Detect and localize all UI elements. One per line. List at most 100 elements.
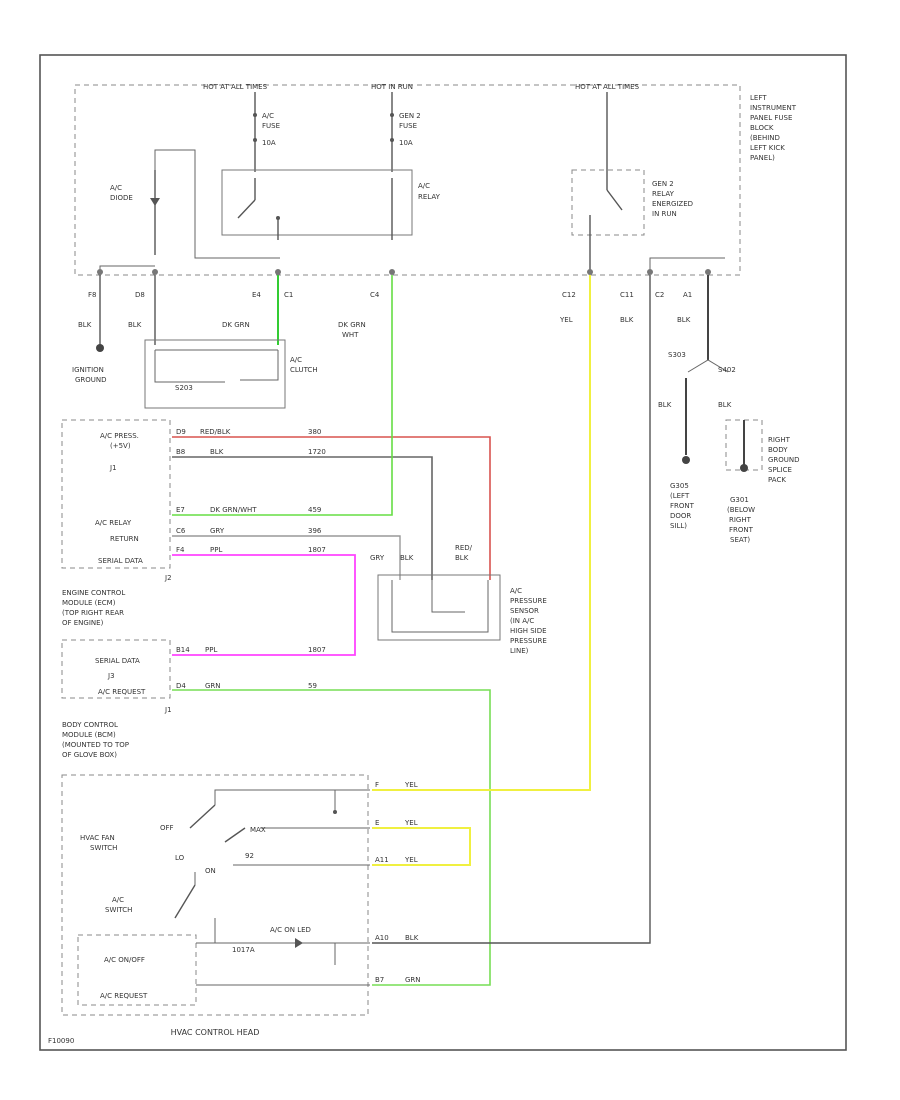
- bcm-serial: SERIAL DATA: [95, 657, 140, 665]
- svg-text:PACK: PACK: [768, 476, 786, 484]
- wire-dk-grn-wht-a: DK GRN: [338, 321, 366, 329]
- svg-text:MAX: MAX: [250, 826, 266, 834]
- svg-text:YEL: YEL: [404, 856, 418, 864]
- svg-text:1720: 1720: [308, 448, 326, 456]
- svg-text:GEN 2: GEN 2: [399, 112, 421, 120]
- ecm-return: RETURN: [110, 535, 139, 543]
- ac-on-led: A/C ON LED 1017A: [196, 926, 370, 965]
- svg-text:(TOP RIGHT REAR: (TOP RIGHT REAR: [62, 609, 124, 617]
- svg-text:OF GLOVE BOX): OF GLOVE BOX): [62, 751, 117, 759]
- wire-dk-grn-wht-b: WHT: [342, 331, 359, 339]
- svg-text:SENSOR: SENSOR: [510, 607, 539, 615]
- conn-c12: C12: [562, 291, 576, 299]
- ign-ground-label-b: GROUND: [75, 376, 107, 384]
- svg-text:10A: 10A: [262, 139, 276, 147]
- svg-text:D9: D9: [176, 428, 186, 436]
- svg-text:(IN A/C: (IN A/C: [510, 617, 534, 625]
- wire-dk-grn-wht: [172, 275, 393, 516]
- control-head-inner-box: [77, 934, 197, 1006]
- svg-text:A/C: A/C: [290, 356, 302, 364]
- supply-hot-all-right: HOT AT ALL TIMES: [575, 83, 640, 91]
- ecm-desc: ENGINE CONTROL MODULE (ECM) (TOP RIGHT R…: [62, 589, 125, 627]
- ac-relay-box: [221, 169, 413, 236]
- diagram-frame: [39, 54, 847, 1051]
- svg-text:A/C ON LED: A/C ON LED: [270, 926, 311, 934]
- sensor-gry: GRY: [370, 554, 385, 562]
- svg-text:INSTRUMENT: INSTRUMENT: [750, 104, 797, 112]
- ac-clutch: A/C CLUTCH S203: [144, 275, 318, 409]
- splice-pack-label: RIGHT BODY GROUND SPLICE PACK: [768, 436, 800, 484]
- svg-text:C6: C6: [176, 527, 186, 535]
- wire-blk-2: BLK: [128, 321, 142, 329]
- svg-text:GRN: GRN: [205, 682, 221, 690]
- gen-relay-switch: GEN 2 RELAY ENERGIZED IN RUN: [589, 92, 693, 270]
- ground-g305: [682, 456, 690, 464]
- ecm-press-b: (+5V): [110, 442, 131, 450]
- svg-text:(BELOW: (BELOW: [727, 506, 755, 514]
- splice-s402: S402: [718, 366, 736, 374]
- svg-text:F: F: [375, 781, 379, 789]
- svg-text:YEL: YEL: [404, 819, 418, 827]
- svg-text:LINE): LINE): [510, 647, 529, 655]
- svg-text:RIGHT: RIGHT: [729, 516, 752, 524]
- control-head-title: HVAC CONTROL HEAD: [171, 1028, 260, 1037]
- pressure-sensor-link: [431, 580, 465, 613]
- wire-blk-3: BLK: [620, 316, 634, 324]
- svg-text:ENERGIZED: ENERGIZED: [652, 200, 693, 208]
- svg-text:BODY CONTROL: BODY CONTROL: [62, 721, 118, 729]
- svg-text:FUSE: FUSE: [262, 122, 280, 130]
- svg-text:1017A: 1017A: [232, 946, 255, 954]
- bcm-j1: J1: [164, 706, 172, 714]
- conn-c11: C11: [620, 291, 634, 299]
- svg-text:D4: D4: [176, 682, 186, 690]
- svg-text:PANEL): PANEL): [750, 154, 775, 162]
- svg-text:RIGHT: RIGHT: [768, 436, 791, 444]
- svg-text:A/C: A/C: [110, 184, 122, 192]
- svg-text:PPL: PPL: [205, 646, 217, 654]
- svg-text:459: 459: [308, 506, 321, 514]
- ch-request: A/C REQUEST: [100, 992, 148, 1000]
- svg-text:IN RUN: IN RUN: [652, 210, 677, 218]
- svg-text:1807: 1807: [308, 646, 326, 654]
- svg-text:FUSE: FUSE: [399, 122, 417, 130]
- svg-text:YEL: YEL: [404, 781, 418, 789]
- bcm-box: [61, 639, 171, 699]
- conn-c4: C4: [370, 291, 380, 299]
- svg-text:MODULE (BCM): MODULE (BCM): [62, 731, 116, 739]
- svg-text:SILL): SILL): [670, 522, 687, 530]
- ac-switch: A/C SWITCH: [105, 872, 216, 943]
- hvac-fan-switch: HVAC FAN SWITCH OFF MAX LO 92 ON: [80, 789, 370, 875]
- svg-text:DK GRN/WHT: DK GRN/WHT: [210, 506, 257, 514]
- bcm-request: A/C REQUEST: [98, 688, 146, 696]
- svg-text:A/C: A/C: [262, 112, 274, 120]
- wire-dk-grn: DK GRN: [222, 321, 250, 329]
- bcm-pins: B14 D4 PPL GRN 1807 59: [176, 646, 326, 690]
- svg-text:PRESSURE: PRESSURE: [510, 637, 547, 645]
- svg-text:B8: B8: [176, 448, 185, 456]
- wire-ppl: [172, 554, 356, 656]
- svg-text:GRN: GRN: [405, 976, 421, 984]
- svg-text:92: 92: [245, 852, 254, 860]
- supply-hot-in-run: HOT IN RUN: [371, 83, 413, 91]
- wire-blk-6: BLK: [718, 401, 732, 409]
- ecm-relay: A/C RELAY: [95, 519, 132, 527]
- svg-text:FRONT: FRONT: [729, 526, 754, 534]
- svg-text:G301: G301: [730, 496, 749, 504]
- svg-text:SWITCH: SWITCH: [105, 906, 132, 914]
- ecm-press-a: A/C PRESS.: [100, 432, 139, 440]
- svg-text:S203: S203: [175, 384, 193, 392]
- svg-text:BLK: BLK: [210, 448, 224, 456]
- footer-code: F10090: [48, 1037, 74, 1045]
- svg-text:A10: A10: [375, 934, 389, 942]
- fuse-block-label: LEFT INSTRUMENT PANEL FUSE BLOCK (BEHIND…: [750, 94, 797, 162]
- svg-text:SEAT): SEAT): [730, 536, 750, 544]
- svg-text:380: 380: [308, 428, 321, 436]
- conn-f8: F8: [88, 291, 96, 299]
- svg-text:(LEFT: (LEFT: [670, 492, 690, 500]
- conn-e4: E4: [252, 291, 261, 299]
- svg-text:A11: A11: [375, 856, 389, 864]
- ac-relay-label-a: A/C: [418, 182, 430, 190]
- svg-text:BLK: BLK: [405, 934, 419, 942]
- svg-text:LO: LO: [175, 854, 185, 862]
- sensor-desc: A/C PRESSURE SENSOR (IN A/C HIGH SIDE PR…: [510, 587, 547, 655]
